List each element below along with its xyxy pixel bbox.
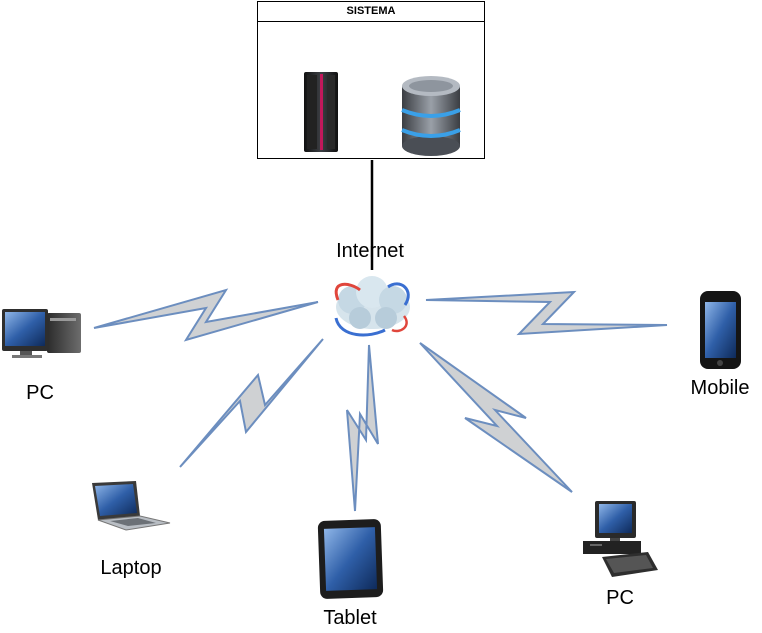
link-bolts: [93, 288, 668, 512]
bolt-mobile: [425, 290, 668, 336]
node-label-tablet: Tablet: [323, 607, 377, 629]
system-title: SISTEMA: [258, 2, 484, 22]
bolt-pc-right: [419, 342, 573, 493]
tablet-icon: [317, 519, 384, 599]
system-box: SISTEMA: [257, 1, 485, 159]
system-icons: [304, 72, 461, 156]
smartphone-icon: [700, 291, 741, 369]
server-icon: [304, 72, 338, 152]
bolt-laptop: [179, 338, 324, 468]
hub-label: Internet: [336, 240, 404, 262]
node-label-pc-right: PC: [606, 587, 634, 609]
workstation-icon: [583, 501, 658, 577]
cloud-network-icon: [334, 276, 410, 337]
bolt-tablet: [346, 344, 379, 512]
database-icon: [401, 76, 461, 156]
node-label-pc-left: PC: [26, 382, 54, 404]
laptop-icon: [92, 481, 171, 531]
bolt-pc-left: [93, 288, 319, 342]
desktop-computer-icon: [2, 309, 81, 358]
node-label-mobile: Mobile: [690, 377, 750, 399]
node-label-laptop: Laptop: [100, 557, 162, 579]
